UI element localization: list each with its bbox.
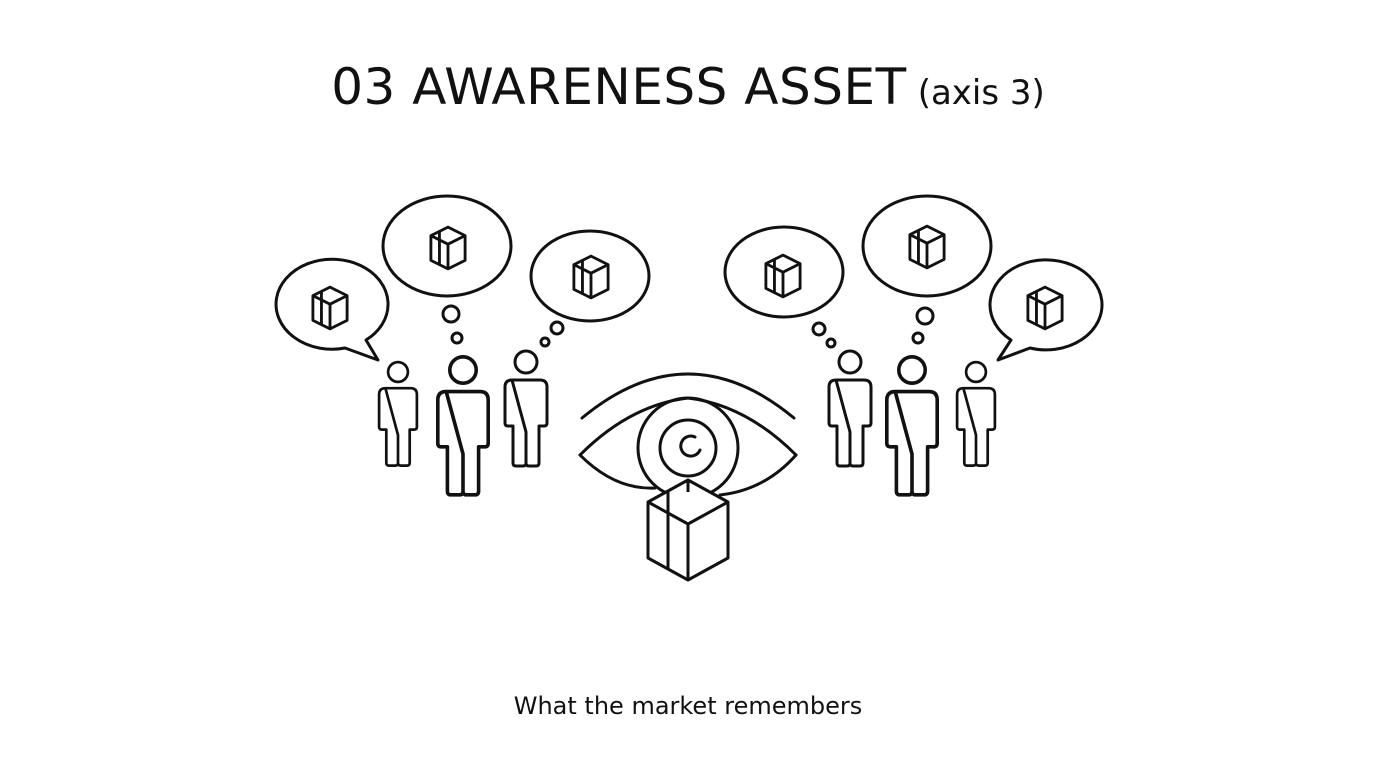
person-icon (884, 354, 940, 497)
speech-bubble-icon (988, 258, 1104, 362)
caption: What the market remembers (513, 692, 863, 720)
thought-bubble-icon (861, 194, 993, 345)
person-icon (377, 360, 419, 467)
person-icon (955, 360, 997, 467)
title-sub: (axis 3) (917, 73, 1045, 113)
brand-cube-icon (429, 225, 467, 271)
brand-cube-icon (1026, 285, 1064, 331)
brand-cube-icon (572, 254, 610, 300)
person-icon (503, 349, 549, 468)
title-main: 03 AWARENESS ASSET (331, 58, 907, 116)
brand-cube-icon (908, 224, 946, 270)
person-icon (435, 354, 491, 497)
person-icon (827, 349, 873, 468)
thought-bubble-icon (723, 225, 845, 349)
page-title: 03 AWARENESS ASSET (axis 3) (0, 58, 1376, 116)
brand-cube-icon (311, 285, 349, 331)
thought-bubble-icon (381, 194, 513, 345)
brand-cube-icon (646, 478, 730, 582)
brand-cube-icon (764, 253, 802, 299)
speech-bubble-icon (274, 257, 390, 362)
thought-bubble-icon (529, 229, 651, 348)
